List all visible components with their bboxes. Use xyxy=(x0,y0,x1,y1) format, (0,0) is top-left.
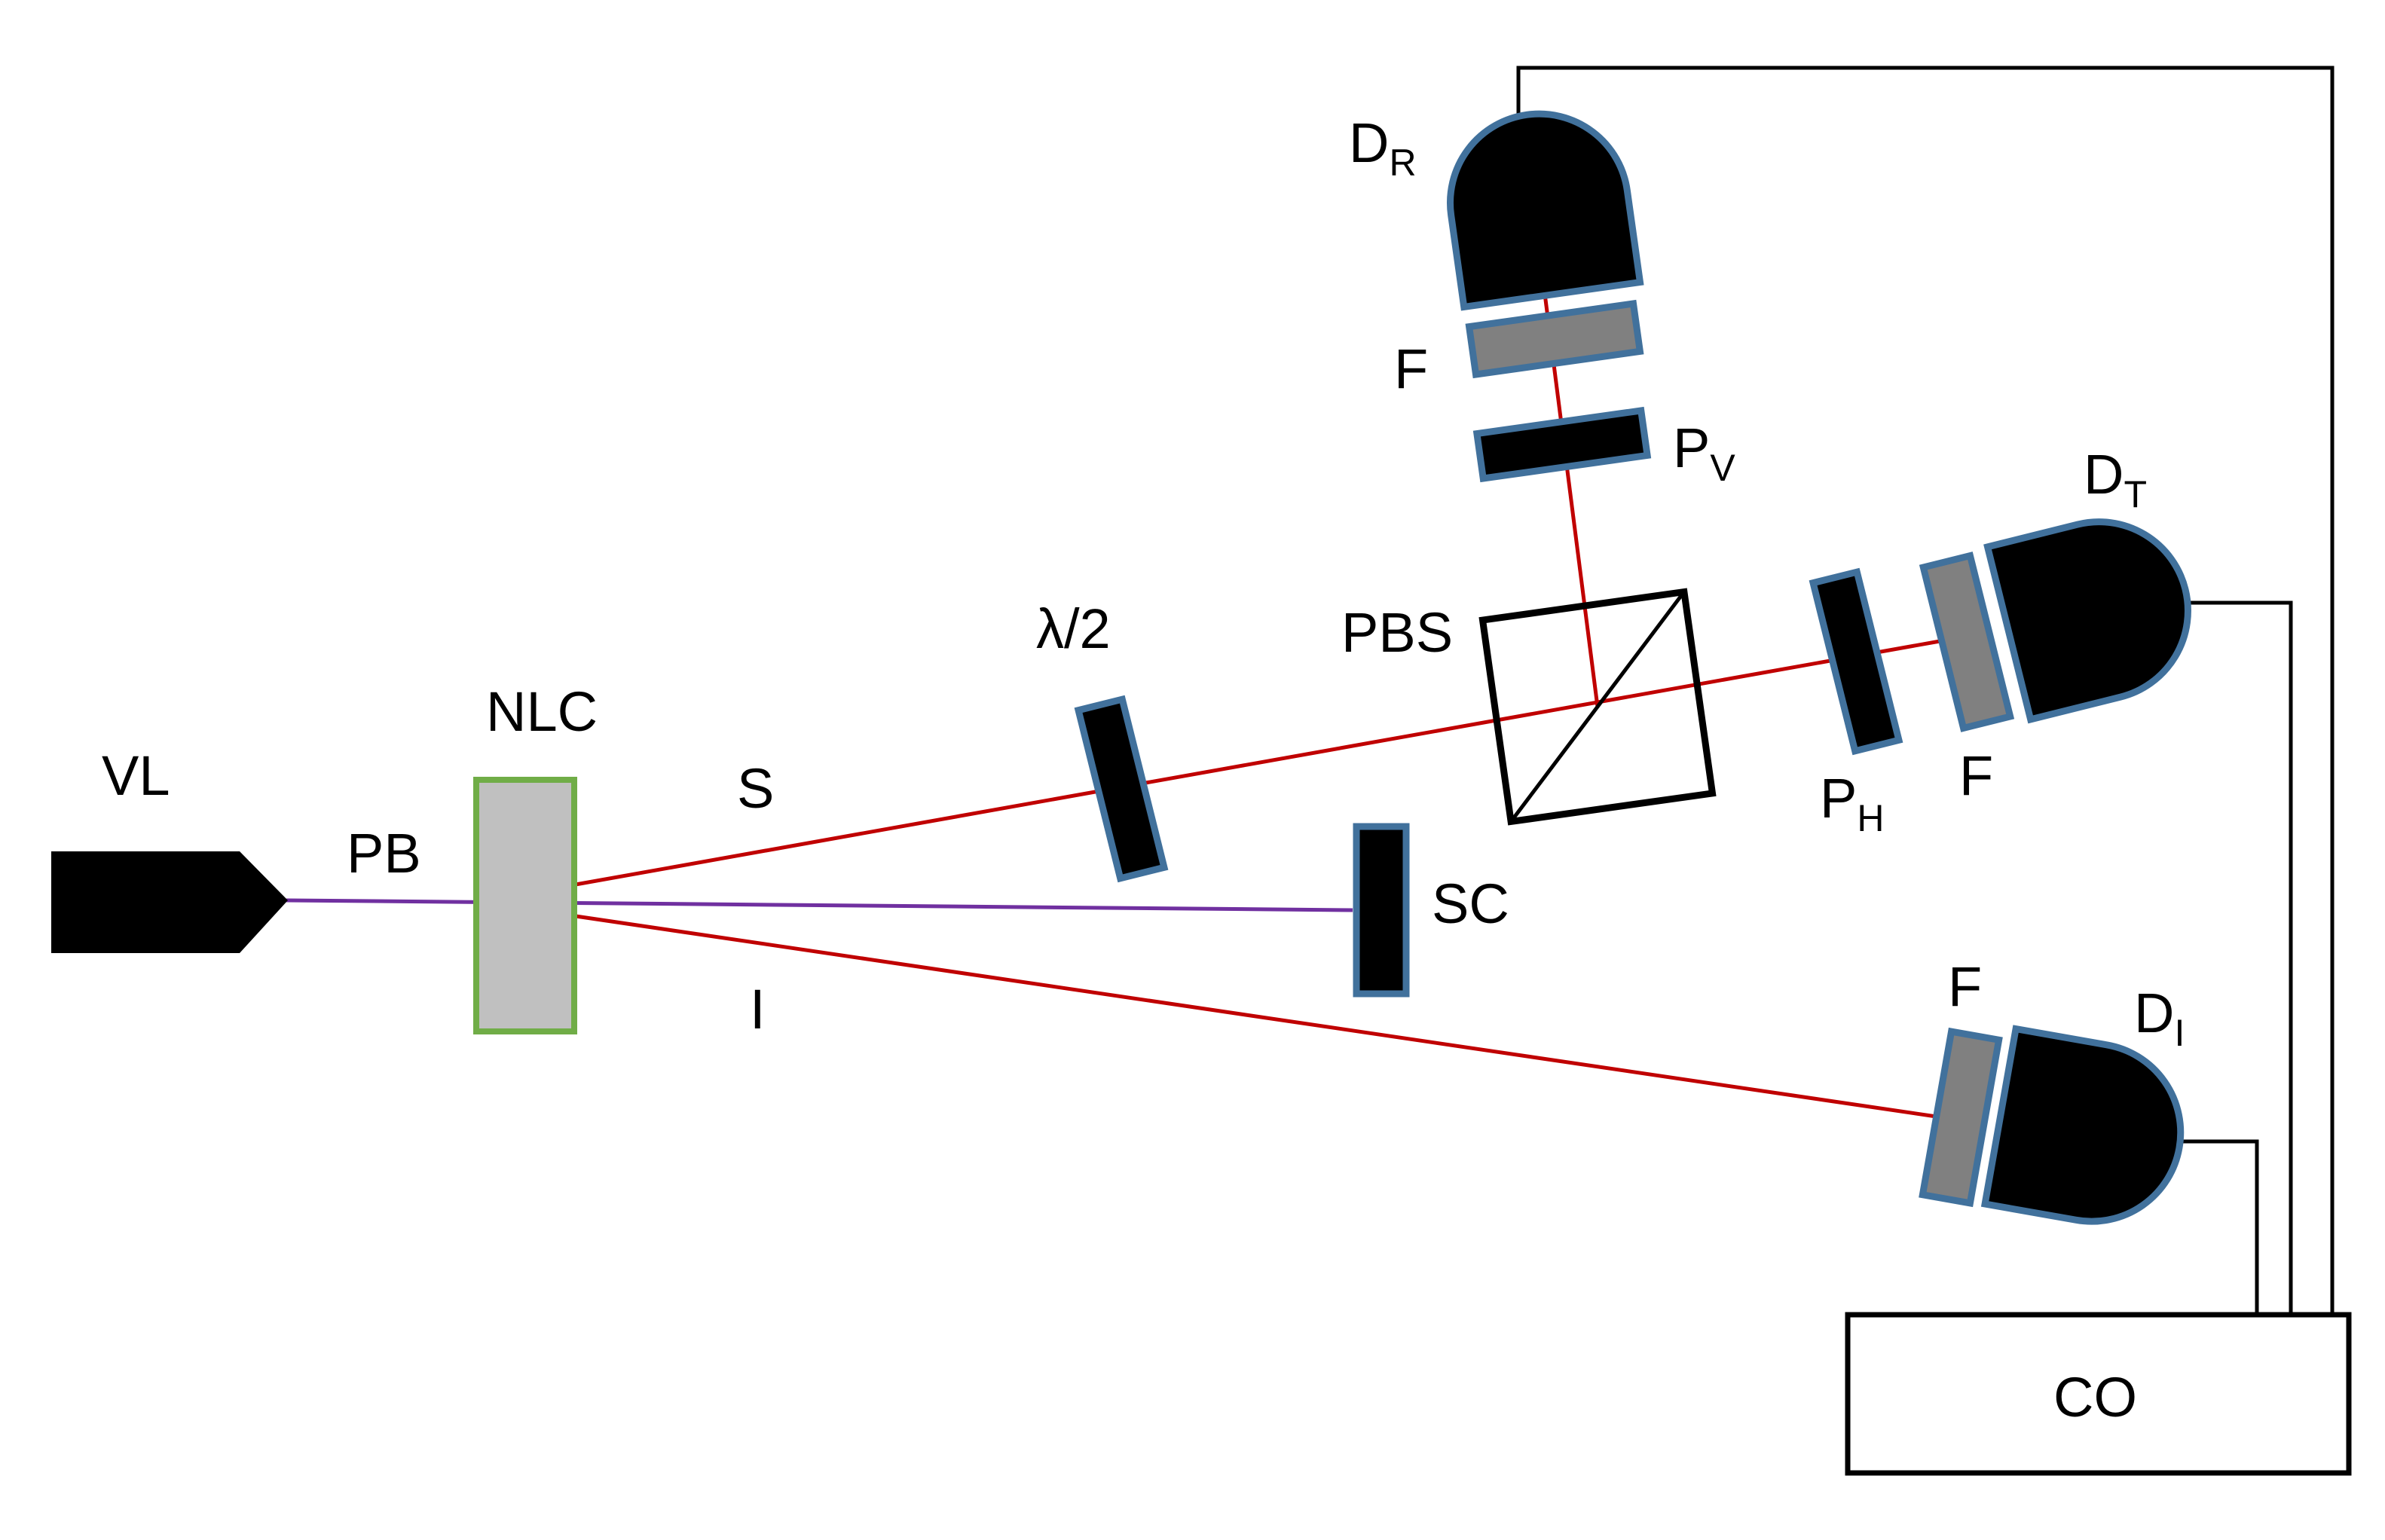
cable-detector-i xyxy=(2163,1139,2259,1315)
detector-r xyxy=(1447,110,1644,311)
label-beam-splitter: PBS xyxy=(1341,601,1453,664)
polarizer-h xyxy=(1809,567,1903,756)
detector-i xyxy=(1980,1025,2185,1225)
nonlinear-crystal xyxy=(473,777,577,1034)
label-filter-t: F xyxy=(1959,744,1993,807)
label-half-wave: λ/2 xyxy=(1036,597,1111,660)
label-polarizer-v: PV xyxy=(1673,417,1735,489)
laser-body xyxy=(51,851,288,953)
label-signal: S xyxy=(737,757,774,820)
filter-i xyxy=(1919,1027,2003,1208)
label-filter-r: F xyxy=(1394,338,1428,400)
pump-beam-line xyxy=(286,898,1353,912)
beam-stopper xyxy=(1353,823,1410,998)
label-detector-r: DR xyxy=(1349,112,1417,184)
cable-detector-t xyxy=(2166,600,2293,1315)
filter-t xyxy=(1919,552,2015,732)
label-coincidence: CO xyxy=(2053,1366,2137,1428)
label-crystal: NLC xyxy=(486,680,598,743)
labels: VL PB NLC S I λ/2 PBS SC CO F F F DR DT … xyxy=(102,112,2185,1428)
polarizer-v xyxy=(1472,406,1652,483)
coincidence-unit xyxy=(1845,1312,2352,1476)
label-laser: VL xyxy=(102,744,170,807)
signal-cables xyxy=(1516,66,2335,1315)
idler-beam-line xyxy=(478,900,1952,1121)
label-filter-i: F xyxy=(1948,955,1982,1018)
detector-t xyxy=(1983,518,2191,724)
label-polarizer-h: PH xyxy=(1820,767,1884,839)
label-detector-t: DT xyxy=(2084,443,2147,515)
filter-r xyxy=(1465,299,1644,379)
polarizing-beam-splitter xyxy=(1478,588,1717,826)
cable-detector-r xyxy=(1516,66,2335,1315)
label-idler: I xyxy=(750,978,766,1040)
label-detector-i: DI xyxy=(2134,982,2185,1054)
label-pump-beam: PB xyxy=(347,822,421,885)
signal-beam-line xyxy=(478,638,1945,904)
label-stopper: SC xyxy=(1432,872,1509,935)
beams xyxy=(286,293,1952,1121)
half-wave-plate xyxy=(1074,695,1169,883)
